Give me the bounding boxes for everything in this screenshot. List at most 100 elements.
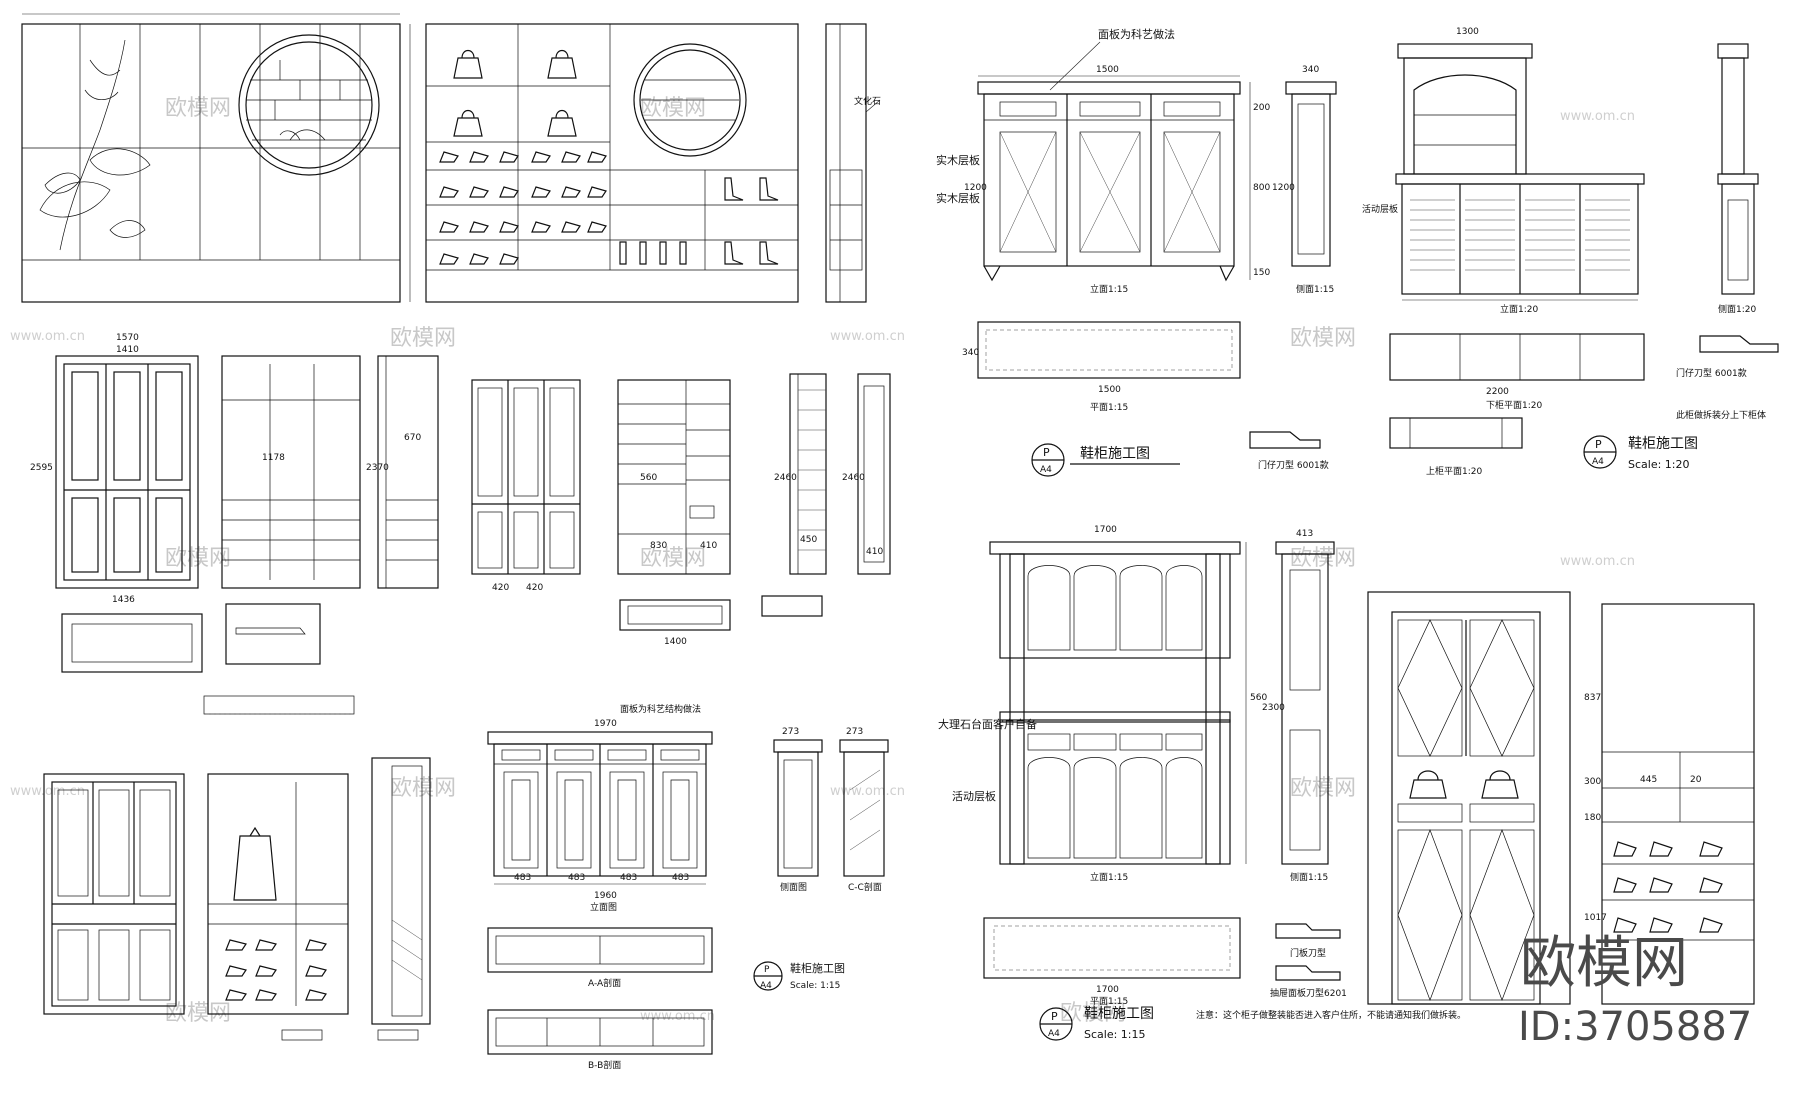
mark-p: P (1051, 1010, 1058, 1023)
label-solid-shelf: 实木层板 (936, 191, 980, 205)
label-side-view: 侧面图 (780, 881, 807, 893)
dim-560: 560 (640, 473, 657, 483)
label-elev: 立面1:15 (1090, 283, 1128, 295)
culture-stone-section: 文化石 (825, 23, 881, 303)
wardrobe-1570: 1570 1410 1436 2595 1178 2370 670 (30, 333, 439, 673)
scale-label: Scale: 1:20 (1628, 458, 1690, 471)
label-door-profile: 门仔刀型 6001款 (1676, 367, 1747, 379)
brand-id: ID:3705887 (1518, 1004, 1752, 1050)
dim-445: 445 (1640, 775, 1657, 785)
watermark: 欧模网 (1290, 546, 1356, 571)
label-aa-section: A-A剖面 (588, 977, 621, 989)
label-movable-shelf: 活动层板 (952, 789, 996, 803)
scale-label: Scale: 1:15 (1084, 1028, 1146, 1041)
title-shoe-cabinet: 鞋柜施工图 (1628, 436, 1698, 452)
label-elev: 立面1:15 (1090, 871, 1128, 883)
dim-300: 300 (1584, 777, 1601, 787)
dim-420: 420 (492, 583, 509, 593)
shoe-cabinet-1700: 1700 大理石台面客户自备 活动层板 560 立面1:15 413 2300 … (938, 525, 1466, 1041)
title-shoe-cabinet: 鞋柜施工图 (1080, 446, 1150, 462)
label-lower-plan: 下柜平面1:20 (1486, 399, 1542, 411)
dim-1436: 1436 (112, 595, 135, 605)
label-panel-note: 面板为科艺结构做法 (620, 703, 701, 715)
dim-410: 410 (700, 541, 717, 551)
watermark-url: www.om.cn (830, 329, 905, 344)
watermark: 欧模网 (1290, 776, 1356, 801)
dim-150: 150 (1253, 268, 1270, 278)
dim-2200: 2200 (1486, 387, 1509, 397)
dim-2595: 2595 (30, 463, 53, 473)
label-door-profile: 门仔刀型 6001款 (1258, 459, 1329, 471)
dim-340: 340 (962, 348, 979, 358)
mark-a4: A4 (1048, 1029, 1060, 1039)
label-cc-section: C-C剖面 (848, 881, 882, 893)
label-elev-1-20: 立面1:20 (1500, 303, 1538, 315)
dim-1570: 1570 (116, 333, 139, 343)
dim-837: 837 (1584, 693, 1601, 703)
mark-p: P (1043, 446, 1050, 459)
dim-273: 273 (782, 727, 799, 737)
dim-413: 413 (1296, 529, 1313, 539)
dim-1700: 1700 (1094, 525, 1117, 535)
label-side: 侧面1:15 (1290, 871, 1328, 883)
dim-483: 483 (568, 873, 585, 883)
mark-a4: A4 (1592, 457, 1604, 467)
watermark: 欧模网 (640, 546, 706, 571)
watermark: 欧模网 (390, 776, 456, 801)
mark-a4: A4 (760, 981, 772, 991)
watermark-url: www.om.cn (1560, 554, 1635, 569)
dim-670: 670 (404, 433, 421, 443)
dim-560: 560 (1250, 693, 1267, 703)
scale-label: Scale: 1:15 (790, 981, 840, 991)
mark-p: P (1595, 438, 1602, 451)
dim-180: 180 (1584, 813, 1601, 823)
dim-1200: 1200 (1272, 183, 1295, 193)
label-movable-shelf: 活动层板 (1362, 203, 1398, 215)
hutch-cabinet-2200: 1300 立面1:20 活动层板 侧面1:20 2200 下柜平面1:20 (1362, 27, 1779, 477)
dim-2300: 2300 (1262, 703, 1285, 713)
dim-1400: 1400 (664, 637, 687, 647)
dim-width: 1500 (1096, 65, 1119, 75)
dim-2460: 2460 (842, 473, 865, 483)
dim-340: 340 (1302, 65, 1319, 75)
dim-420: 420 (526, 583, 543, 593)
dim-483: 483 (620, 873, 637, 883)
label-panel-note: 面板为科艺做法 (1098, 27, 1175, 41)
label-plan: 平面1:15 (1090, 402, 1128, 413)
dim-200: 200 (1253, 103, 1270, 113)
label-side-1-20: 侧面1:20 (1718, 303, 1756, 315)
brand-name: 欧模网 (1520, 931, 1688, 996)
decorative-wall-elevation (21, 13, 411, 303)
dim-450: 450 (800, 535, 817, 545)
label-upper-plan: 上柜平面1:20 (1426, 465, 1482, 477)
watermark-url: www.om.cn (1560, 109, 1635, 124)
dim-483: 483 (672, 873, 689, 883)
dim-830: 830 (650, 541, 667, 551)
dim-1700: 1700 (1096, 985, 1119, 995)
watermark-url: www.om.cn (10, 784, 85, 799)
dim-410: 410 (866, 547, 883, 557)
dim-width: 1500 (1098, 385, 1121, 395)
dim-1178: 1178 (262, 453, 285, 463)
mark-p: P (764, 965, 770, 975)
title-shoe-cabinet: 鞋柜施工图 (790, 961, 845, 975)
brand-overlay: 欧模网 ID:3705887 (1518, 931, 1752, 1050)
label-culture-stone: 文化石 (854, 95, 881, 107)
label-split-note: 此柜做拆装分上下柜体 (1676, 409, 1766, 421)
wardrobe-lower-set (43, 695, 431, 1041)
label-marble-top: 大理石台面客户自备 (938, 717, 1037, 731)
label-solid-shelf: 实木层板 (936, 153, 980, 167)
watermark: 欧模网 (165, 96, 231, 121)
dim-483: 483 (514, 873, 531, 883)
watermark: 欧模网 (1290, 326, 1356, 351)
note: 注意：这个柜子做整装能否进入客户住所，不能请通知我们做拆装。 (1196, 1009, 1466, 1021)
label-door-profile: 门板刀型 (1290, 947, 1326, 959)
label-bb-section: B-B剖面 (588, 1059, 621, 1071)
mark-a4: A4 (1040, 465, 1052, 475)
dim-273: 273 (846, 727, 863, 737)
watermark-url: www.om.cn (830, 784, 905, 799)
watermark-url: www.om.cn (640, 1009, 715, 1024)
label-plan: 平面1:15 (1090, 996, 1128, 1007)
watermark: 欧模网 (390, 326, 456, 351)
